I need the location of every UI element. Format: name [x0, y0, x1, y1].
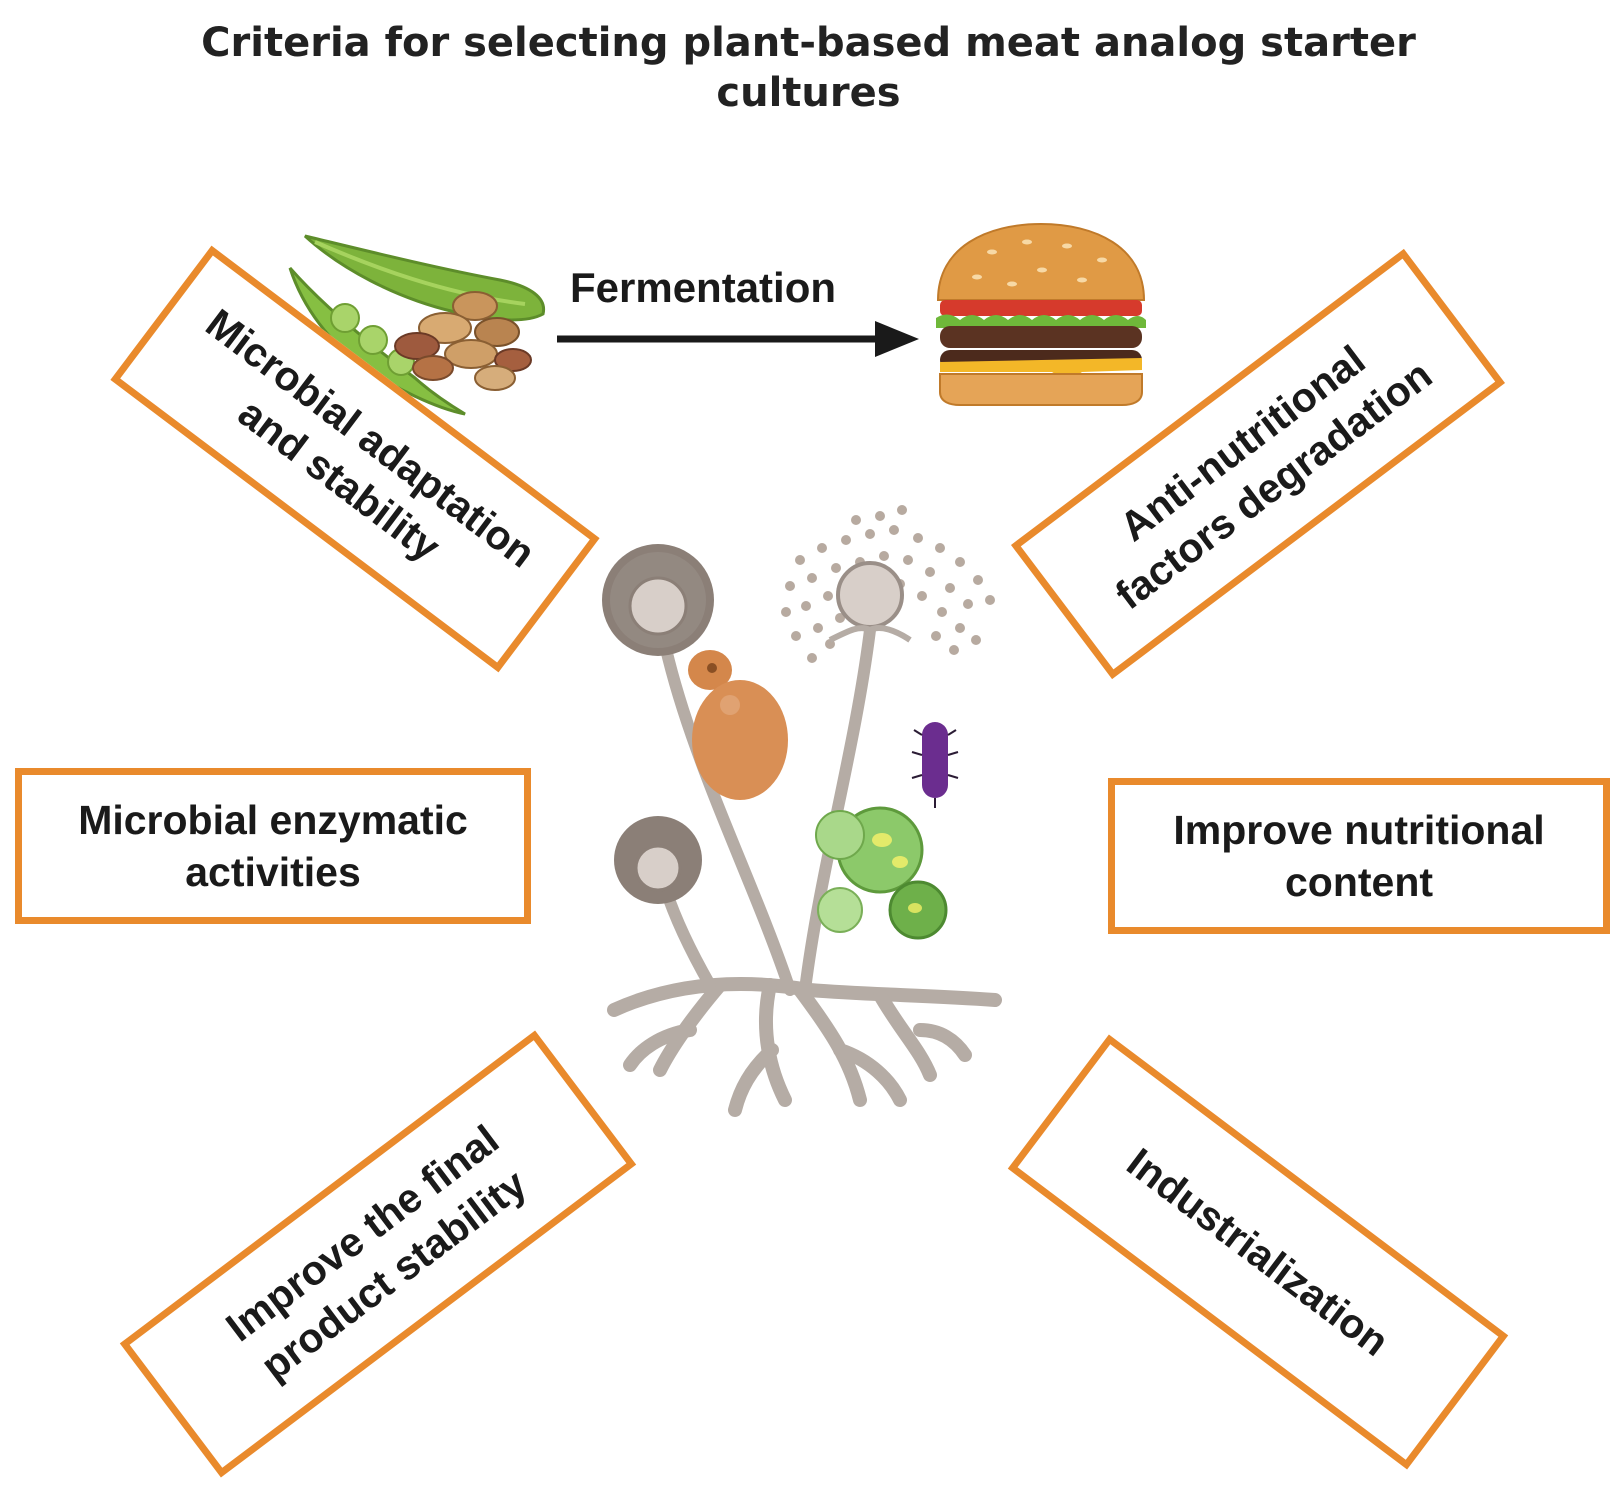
fermentation-label: Fermentation	[570, 264, 837, 311]
criterion-label: activities	[185, 849, 361, 895]
fermentation-arrow	[557, 321, 919, 357]
criterion-final-product-stability: Improve the final product stability	[119, 1030, 637, 1478]
title-line-2: cultures	[716, 70, 901, 116]
criterion-label: content	[1284, 859, 1434, 905]
burger-icon	[936, 222, 1146, 406]
fungi-microbes-icon	[602, 505, 1002, 1117]
criterion-industrialization: Industrialization	[1007, 1034, 1509, 1470]
criterion-label: Microbial enzymatic	[78, 797, 468, 843]
title-line-1: Criteria for selecting plant-based meat …	[201, 20, 1416, 66]
criterion-label: Industrialization	[1118, 1139, 1398, 1365]
diagram-title: Criteria for selecting plant-based meat …	[0, 18, 1617, 118]
criterion-enzymatic-activities: Microbial enzymatic activities	[15, 768, 531, 924]
legumes-icon	[288, 234, 546, 416]
criterion-nutritional-content: Improve nutritional content	[1108, 778, 1610, 934]
criterion-label: Improve nutritional	[1173, 807, 1545, 853]
